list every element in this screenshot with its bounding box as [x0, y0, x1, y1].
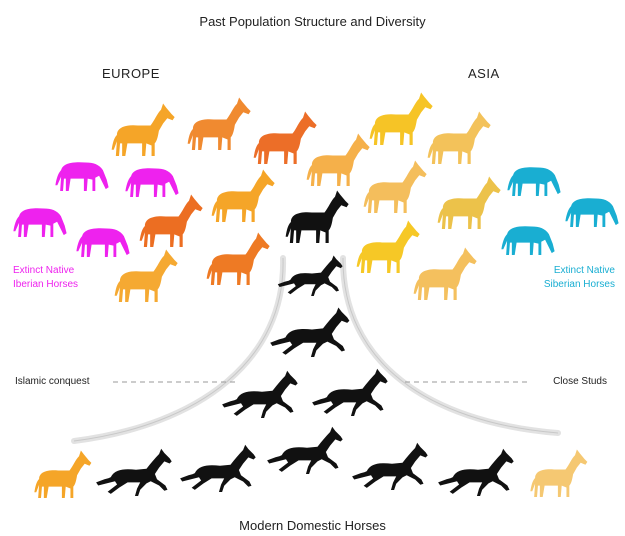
- horse-grazing-icon: [13, 208, 66, 237]
- horse-standing-icon: [438, 177, 501, 230]
- asia-horses: [357, 93, 501, 301]
- siberian-horses: [501, 167, 618, 255]
- modern-horses: [96, 427, 514, 496]
- horse-standing-icon: [254, 112, 317, 165]
- islamic-conquest-label: Islamic conquest: [15, 376, 89, 387]
- horse-standing-icon: [188, 98, 251, 151]
- horse-grazing-icon: [55, 162, 108, 191]
- horse-grazing-icon: [507, 167, 560, 196]
- horse-galloping-icon: [267, 427, 343, 474]
- left-funnel-curve: [74, 258, 283, 441]
- horse-galloping-icon: [278, 256, 343, 297]
- iberian-label-line2: Iberian Horses: [13, 278, 78, 292]
- horse-galloping-icon: [438, 449, 514, 496]
- siberian-label-line1: Extinct Native: [544, 264, 615, 278]
- horse-standing-icon: [112, 104, 175, 157]
- horse-standing-icon: [115, 250, 178, 303]
- horse-galloping-icon: [180, 445, 256, 492]
- iberian-label-line1: Extinct Native: [13, 264, 78, 278]
- horse-grazing-icon: [565, 198, 618, 227]
- horse-standing-icon: [364, 161, 427, 214]
- region-label-europe: EUROPE: [102, 66, 160, 81]
- siberian-horses-label: Extinct Native Siberian Horses: [544, 264, 615, 292]
- siberian-label-line2: Siberian Horses: [544, 278, 615, 292]
- horse-standing-icon: [428, 112, 491, 165]
- horse-grazing-icon: [501, 226, 554, 255]
- horse-standing-icon: [530, 450, 587, 498]
- horse-standing-icon: [414, 248, 477, 301]
- horse-standing-icon: [140, 195, 203, 248]
- horse-standing-icon: [286, 191, 349, 244]
- horse-galloping-icon: [96, 449, 172, 496]
- horse-galloping-icon: [270, 308, 349, 358]
- horse-standing-icon: [370, 93, 433, 146]
- horse-galloping-icon: [352, 443, 428, 490]
- horse-standing-icon: [207, 233, 270, 286]
- horse-grazing-icon: [125, 168, 178, 197]
- horse-galloping-icon: [312, 369, 388, 416]
- horse-grazing-icon: [76, 228, 129, 257]
- horse-standing-icon: [212, 170, 275, 223]
- diagram-title: Past Population Structure and Diversity: [0, 14, 625, 29]
- iberian-horses-label: Extinct Native Iberian Horses: [13, 264, 78, 292]
- horse-standing-icon: [34, 451, 91, 499]
- horse-standing-icon: [307, 134, 370, 187]
- close-studs-label: Close Studs: [553, 376, 607, 387]
- modern-horses-title: Modern Domestic Horses: [0, 518, 625, 533]
- horse-standing-icon: [357, 221, 420, 274]
- region-label-asia: ASIA: [468, 66, 500, 81]
